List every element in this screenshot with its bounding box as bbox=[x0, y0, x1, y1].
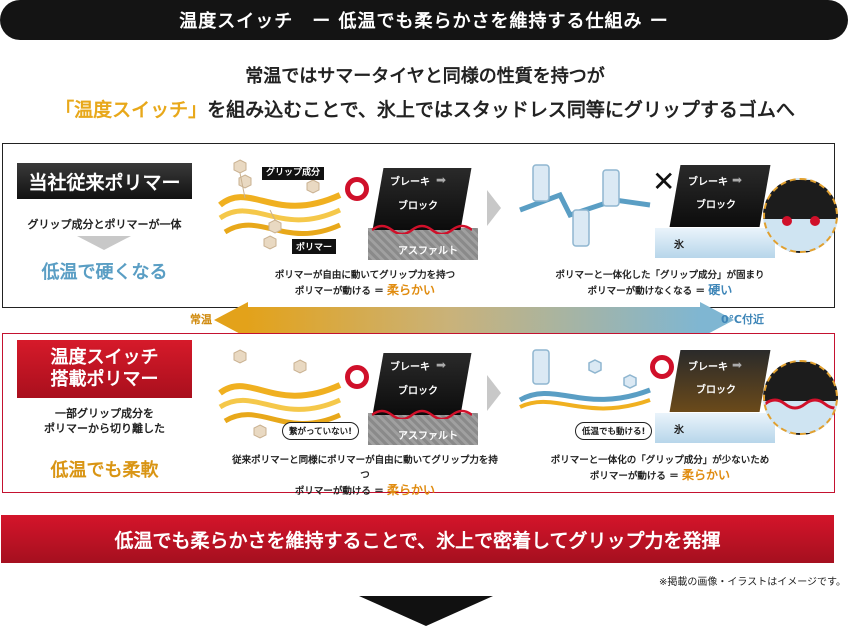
label-grip: グリップ成分 bbox=[262, 167, 325, 180]
temp-label-cold: 0℃付近 bbox=[721, 313, 764, 326]
image-note: ※掲載の画像・イラストはイメージです。 bbox=[659, 577, 846, 588]
brake-arrow-icon-cold: ➡ bbox=[732, 173, 743, 187]
brake-label-switch-cold: ブレーキ bbox=[688, 362, 728, 373]
intro-highlight: 「温度スイッチ」 bbox=[55, 99, 208, 121]
switch-cold-caption: ポリマーと一体化の「グリップ成分」が少ないため ポリマーが動ける ＝ 柔らかい bbox=[550, 455, 770, 482]
label-polymer: ポリマー bbox=[292, 239, 337, 254]
brake-arrow-icon: ➡ bbox=[436, 173, 447, 187]
contact-wave bbox=[372, 224, 472, 234]
asphalt-label-switch: アスファルト bbox=[398, 431, 458, 442]
switch-tag: 温度スイッチ 搭載ポリマー bbox=[17, 340, 192, 398]
conventional-polymer-illustration bbox=[218, 159, 342, 250]
asphalt-surface bbox=[368, 228, 478, 260]
conventional-cold-caption: ポリマーと一体化した「グリップ成分」が固まり ポリマーが動けなくなる ＝ 硬い bbox=[555, 270, 765, 297]
brake-label: ブレーキ bbox=[390, 177, 430, 188]
conventional-warm-caption: ポリマーが自由に動いてグリップ力を持つ ポリマーが動ける ＝ 柔らかい bbox=[274, 270, 456, 297]
block-label: ブロック bbox=[398, 201, 438, 212]
brake-arrow-icon-switch-cold: ➡ bbox=[732, 358, 743, 372]
ice-surface bbox=[655, 228, 775, 258]
switch-warm-caption: 従来ポリマーと同様にポリマーが自由に動いてグリップ力を持つ ポリマーが動ける ＝… bbox=[232, 455, 498, 497]
flexible-polymer-illustration bbox=[518, 349, 651, 411]
switch-polymer-illustration bbox=[218, 349, 342, 439]
conventional-tag: 当社従来ポリマー bbox=[17, 163, 192, 199]
block-label-switch-cold: ブロック bbox=[696, 385, 736, 396]
arrow-right-icon bbox=[700, 302, 734, 338]
zoom-detail-cold bbox=[763, 178, 838, 253]
bubble-can-move: 低温でも動ける! bbox=[575, 422, 653, 440]
ok-circle-icon bbox=[345, 177, 369, 201]
block-label-cold: ブロック bbox=[696, 200, 736, 211]
conclusion-banner: 低温でも柔らかさを維持することで、氷上で密着してグリップ力を発揮 bbox=[1, 515, 834, 563]
cross-icon: ✕ bbox=[652, 165, 676, 198]
bubble-not-connected: 繋がっていない! bbox=[282, 422, 359, 440]
switch-desc: 一部グリップ成分を ポリマーから切り離した bbox=[44, 407, 165, 435]
temp-label-normal: 常温 bbox=[190, 313, 212, 326]
chevron-right-icon bbox=[487, 190, 501, 226]
conventional-result: 低温で硬くなる bbox=[41, 262, 168, 283]
ice-label: 氷 bbox=[674, 240, 684, 251]
block-label-switch: ブロック bbox=[398, 386, 438, 397]
intro-line-1: 常温ではサマータイヤと同様の性質を持つが bbox=[245, 66, 605, 87]
ok-circle-icon-switch bbox=[345, 365, 369, 389]
ok-circle-icon-switch-cold bbox=[650, 355, 674, 379]
brake-label-cold: ブレーキ bbox=[688, 177, 728, 188]
intro-line-2: 「温度スイッチ」を組み込むことで、氷上ではスタッドレス同等にグリップするゴムへ bbox=[0, 95, 850, 122]
down-arrow-icon bbox=[359, 596, 493, 626]
arrow-left-icon bbox=[214, 302, 248, 338]
switch-result: 低温でも柔軟 bbox=[50, 460, 159, 481]
conventional-desc: グリップ成分とポリマーが一体 bbox=[27, 218, 182, 231]
conventional-down-icon bbox=[77, 236, 131, 250]
asphalt-surface-switch bbox=[368, 413, 478, 445]
chevron-right-icon-switch bbox=[487, 375, 501, 411]
ice-label-switch: 氷 bbox=[674, 425, 684, 436]
ice-surface-switch bbox=[655, 413, 775, 443]
temperature-arrow bbox=[246, 307, 702, 333]
asphalt-label: アスファルト bbox=[398, 246, 458, 257]
zoom-detail-switch bbox=[763, 360, 838, 435]
contact-wave-switch bbox=[372, 409, 472, 419]
brake-arrow-icon-switch: ➡ bbox=[436, 358, 447, 372]
page-title: 温度スイッチ ー 低温でも柔らかさを維持する仕組み ー bbox=[0, 0, 848, 40]
intro-rest: を組み込むことで、氷上ではスタッドレス同等にグリップするゴムへ bbox=[207, 99, 795, 121]
frozen-polymer-illustration bbox=[519, 164, 651, 247]
brake-label-switch: ブレーキ bbox=[390, 362, 430, 373]
